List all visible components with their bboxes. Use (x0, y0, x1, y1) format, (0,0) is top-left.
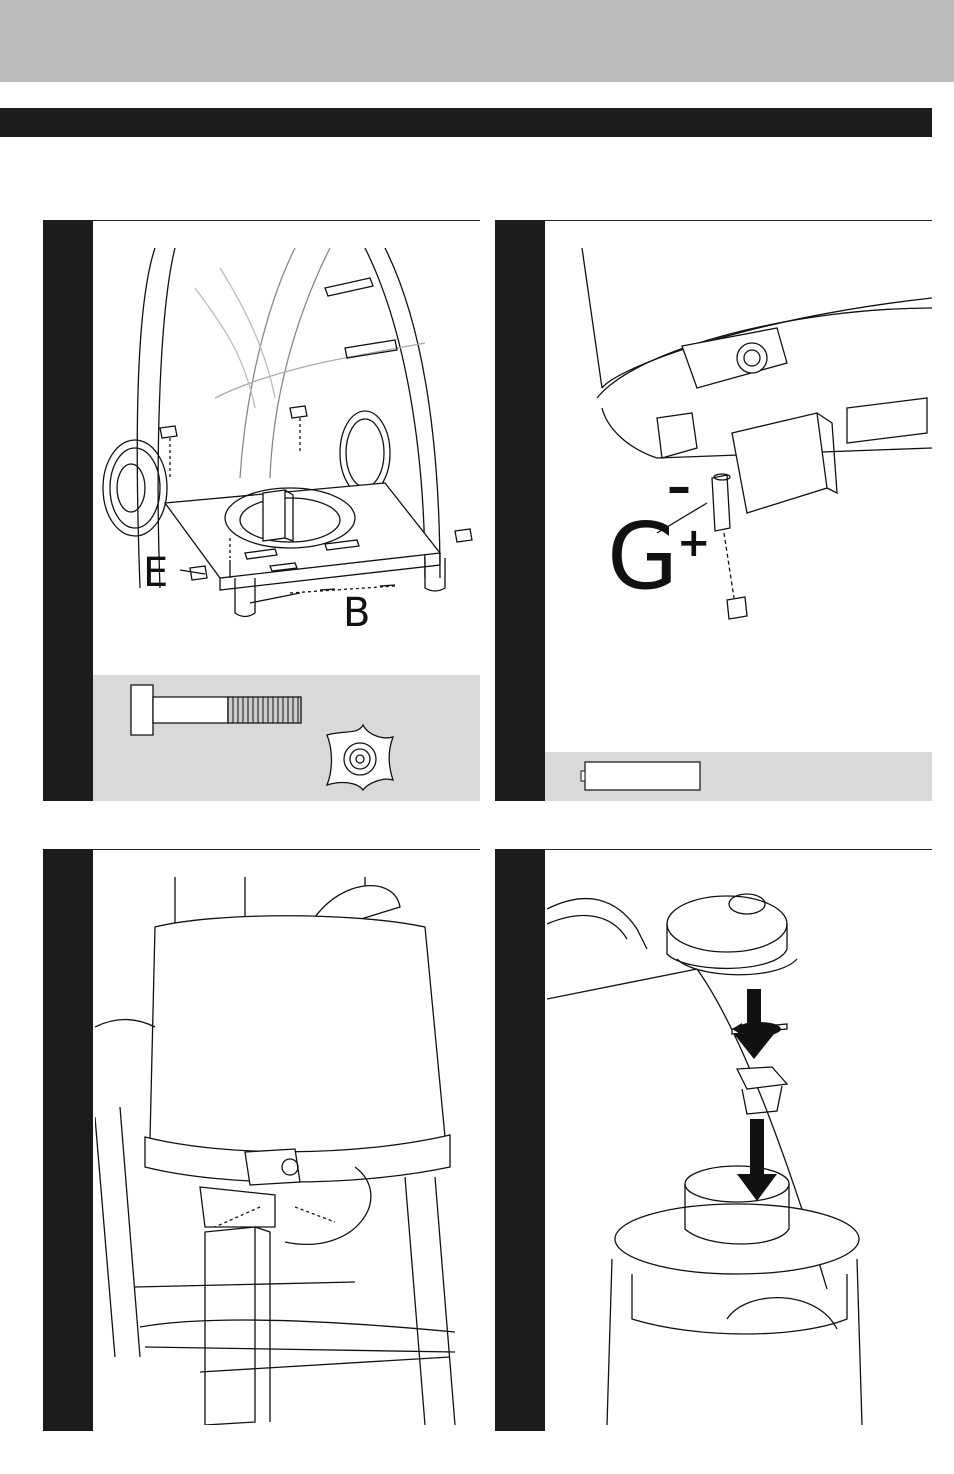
step-panel-1: E B (43, 220, 480, 801)
step-panel-2: G – + (495, 220, 932, 801)
panel-rule (43, 849, 480, 850)
step-panel-4 (495, 849, 932, 1431)
panel-rule (495, 220, 932, 221)
step-panel-3 (43, 849, 480, 1431)
bolt-and-knob-icon (93, 675, 480, 801)
label-g: G (607, 503, 678, 610)
step-spine (495, 220, 545, 801)
panel-rule (495, 849, 932, 850)
step-spine (43, 849, 93, 1431)
header-band (0, 0, 954, 82)
battery-icon (545, 752, 932, 801)
plus-sign: + (677, 520, 711, 566)
panel-rule (43, 220, 480, 221)
cap-installation-illustration (547, 889, 927, 1425)
step-spine (495, 849, 545, 1431)
label-b: B (343, 590, 370, 633)
battery-parts-box (545, 752, 932, 801)
battery-insertion-illustration: G – + (547, 248, 932, 663)
cart-base-illustration: E B (95, 248, 475, 633)
hardware-parts-box (93, 675, 480, 801)
minus-sign: – (667, 459, 691, 515)
section-title-bar (0, 108, 932, 137)
label-e: E (143, 550, 168, 596)
step-spine (43, 220, 93, 801)
mount-on-post-illustration (95, 877, 475, 1425)
